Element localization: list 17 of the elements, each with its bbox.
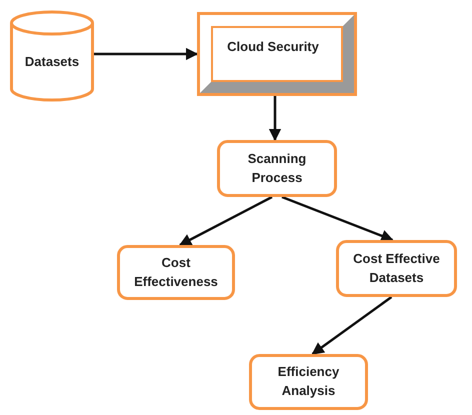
arrow	[311, 296, 392, 356]
process-box	[217, 140, 337, 197]
node-label: Efficiency Analysis	[276, 363, 340, 400]
node-label: Scanning Process	[246, 150, 308, 186]
process-box	[249, 354, 368, 410]
node-label: Cloud Security	[227, 38, 319, 56]
bevel-box	[197, 12, 357, 96]
arrow	[178, 196, 273, 246]
database-cylinder	[10, 12, 94, 100]
node-label: Cost Effectiveness	[133, 254, 219, 290]
arrow	[268, 96, 282, 142]
node-label: Datasets	[24, 52, 80, 71]
process-box	[336, 240, 457, 297]
process-box	[117, 245, 235, 300]
node-label: Cost Effective Datasets	[352, 250, 441, 286]
arrow	[282, 196, 394, 242]
arrow	[94, 48, 198, 60]
